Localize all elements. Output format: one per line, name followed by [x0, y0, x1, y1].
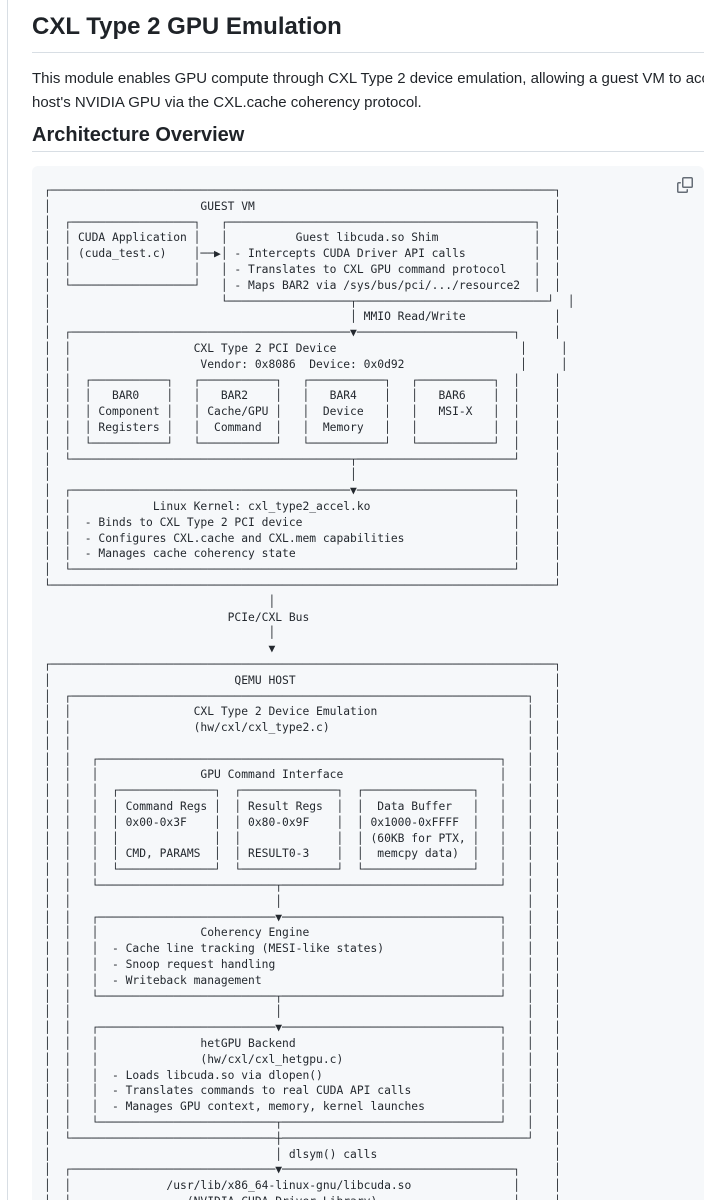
architecture-diagram-code-block: ┌───────────────────────────────────────…: [32, 166, 704, 1200]
page-title: CXL Type 2 GPU Emulation: [32, 12, 704, 53]
ascii-architecture-diagram: ┌───────────────────────────────────────…: [44, 184, 575, 1200]
section-heading-architecture-overview: Architecture Overview: [32, 123, 704, 152]
intro-paragraph: This module enables GPU compute through …: [32, 67, 704, 115]
intro-line-2: host's NVIDIA GPU via the CXL.cache cohe…: [32, 94, 422, 111]
document-page: CXL Type 2 GPU Emulation This module ena…: [7, 0, 713, 1200]
copy-button[interactable]: [671, 171, 699, 199]
intro-line-1: This module enables GPU compute through …: [32, 70, 704, 87]
copy-icon: [677, 177, 693, 193]
